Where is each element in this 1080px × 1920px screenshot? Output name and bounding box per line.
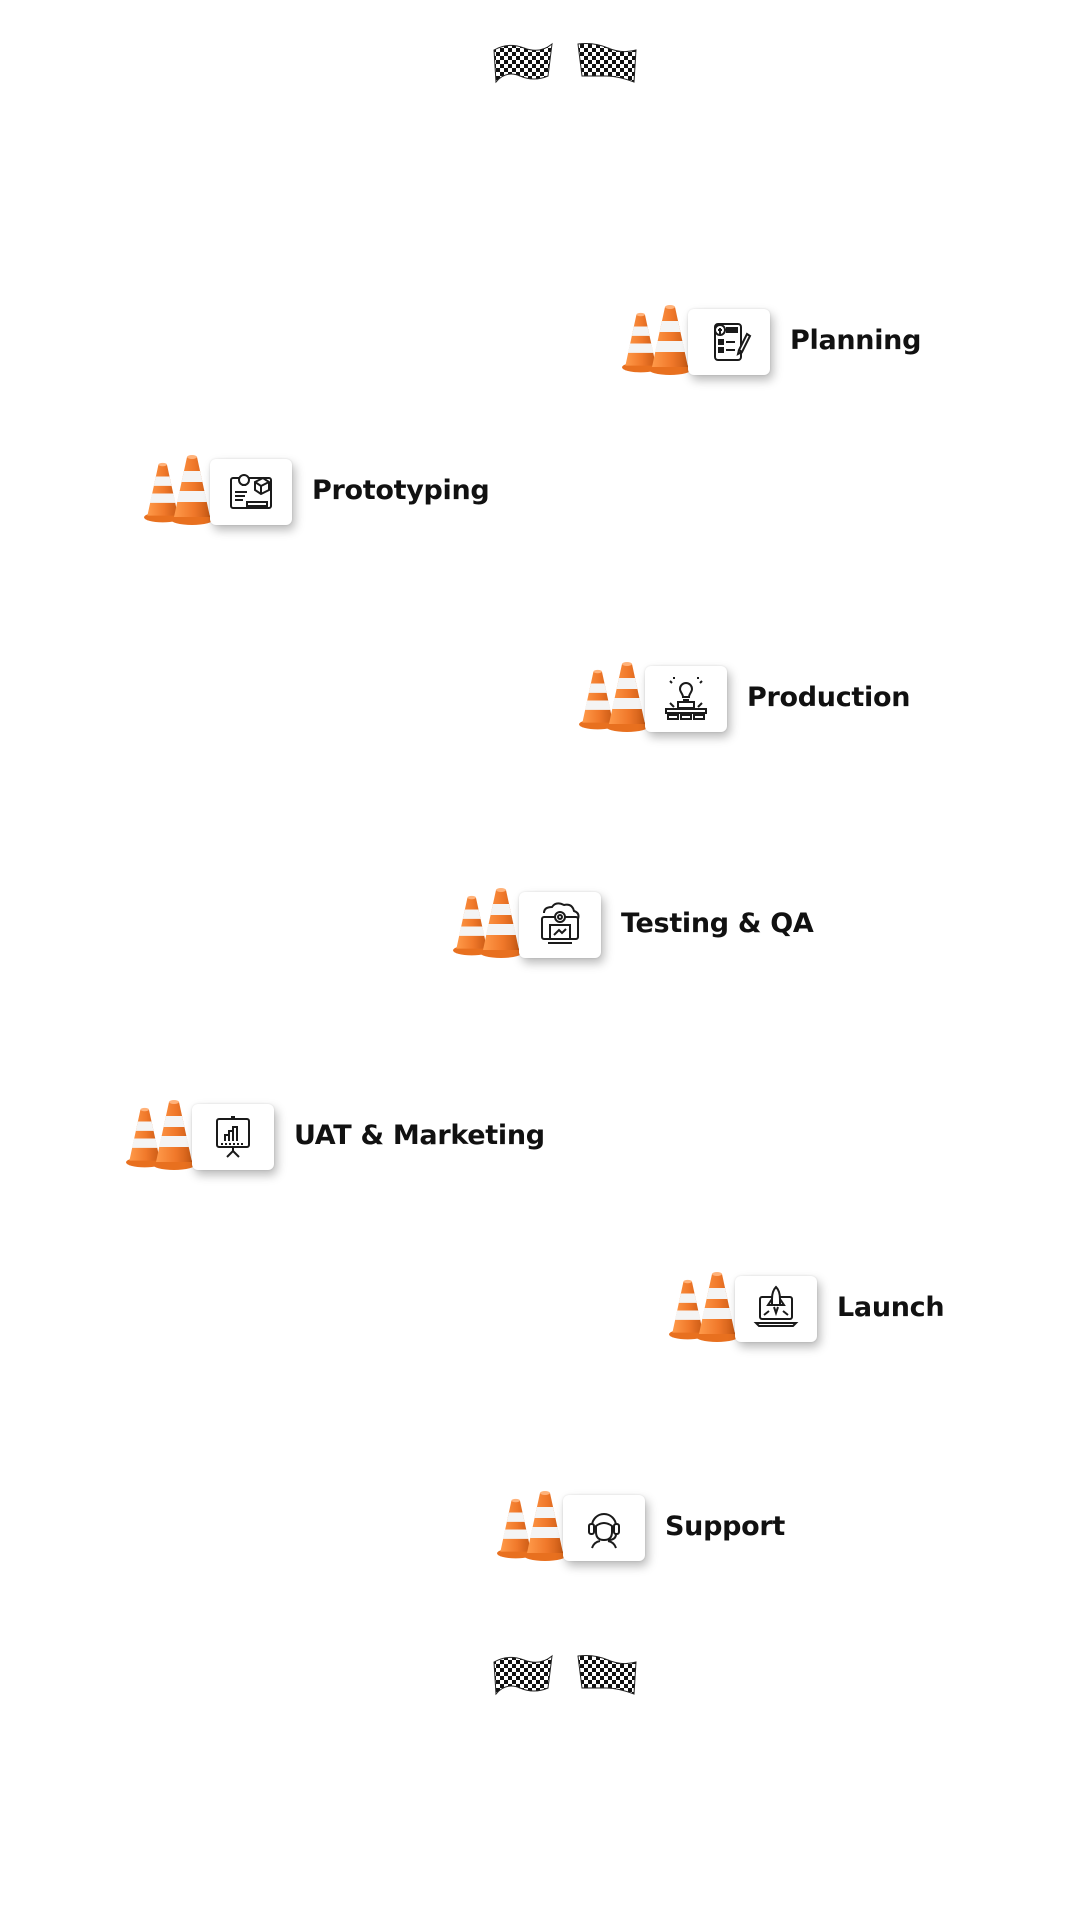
checkered-flag-icon (577, 43, 637, 83)
start-flags (492, 40, 642, 94)
stage-label: Support (665, 1511, 785, 1542)
checkered-flag-icon (493, 1654, 553, 1696)
laptop-rocket-icon (753, 1285, 799, 1327)
stage-label: Prototyping (312, 475, 490, 506)
stage-icon-card (519, 892, 601, 958)
planning-document-icon (714, 323, 752, 361)
headset-agent-icon (588, 1513, 620, 1549)
blueprint-icon (230, 474, 272, 509)
stage-icon-card (688, 309, 770, 375)
stage-label: Production (747, 682, 911, 713)
lightbulb-conveyor-icon (665, 677, 707, 720)
stage-label: Testing & QA (621, 908, 814, 939)
stage-label: Launch (837, 1292, 945, 1323)
stage-icon-card (192, 1104, 274, 1170)
checkered-flag-icon (493, 42, 553, 84)
stage-icon-card (735, 1276, 817, 1342)
finish-flags (492, 1652, 642, 1706)
presentation-board-icon (216, 1116, 250, 1158)
stage-icon-card (210, 459, 292, 525)
stage-icon-card (563, 1495, 645, 1561)
laptop-gear-icon (541, 902, 580, 944)
stage-label: Planning (790, 325, 922, 356)
checkered-flag-icon (577, 1655, 637, 1695)
stage-label: UAT & Marketing (294, 1120, 545, 1151)
stage-icon-card (645, 666, 727, 732)
